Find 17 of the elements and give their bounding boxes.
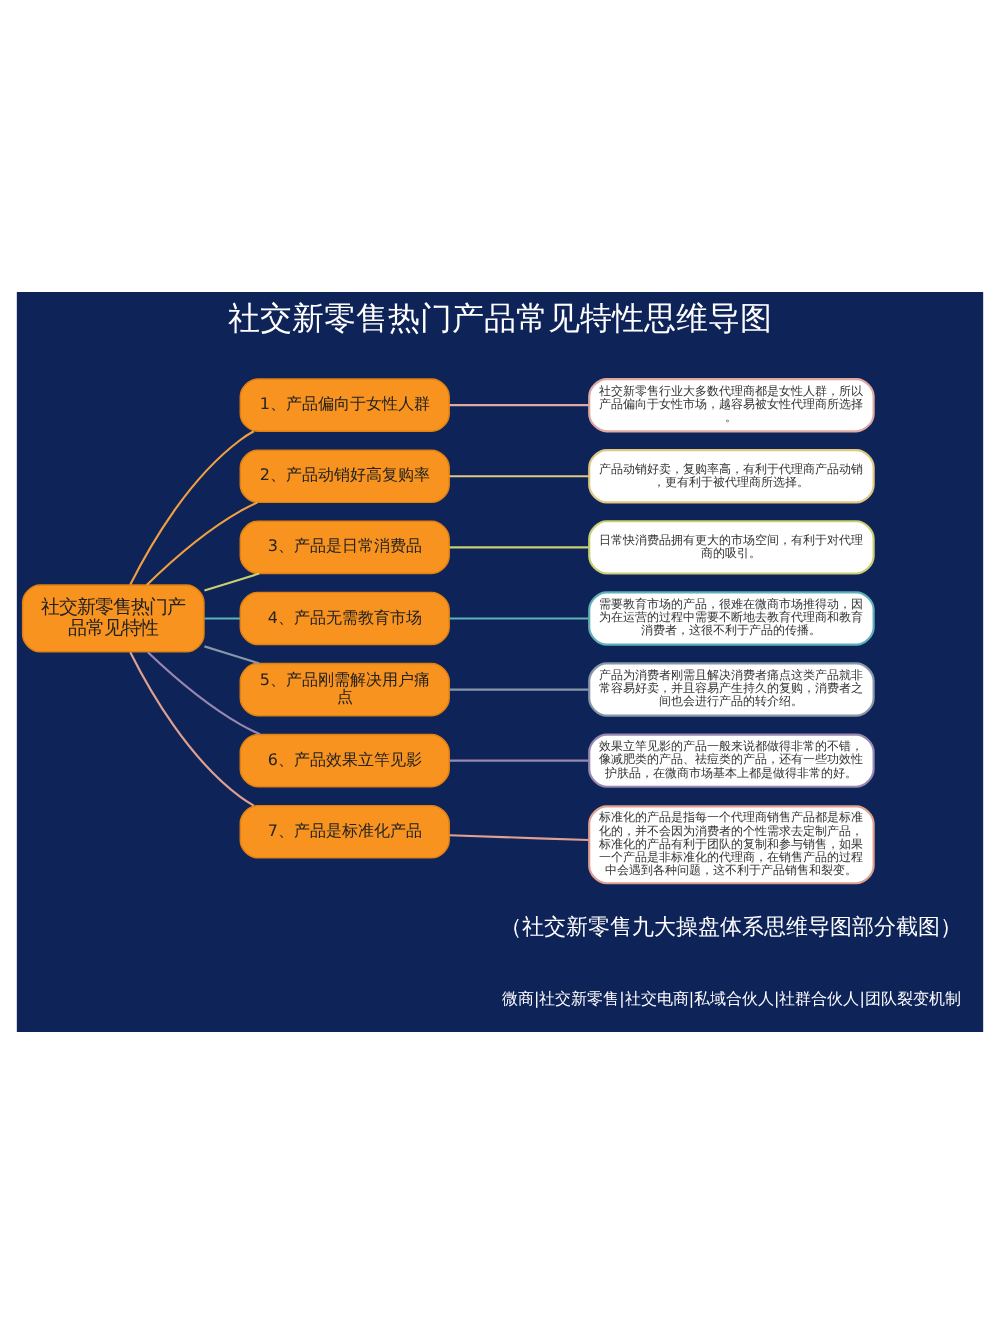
connector — [145, 500, 258, 585]
connector — [129, 650, 255, 806]
connector — [449, 403, 589, 406]
node-box: 社交新零售热门产品常见特性 — [21, 583, 205, 652]
diagram-title: 社交新零售热门产品常见特性思维导图 — [228, 298, 772, 337]
connector — [449, 616, 589, 619]
connector — [449, 758, 589, 761]
label: （社交新零售九大操盘体系思维导图部分截图） — [500, 913, 963, 940]
connector — [147, 650, 261, 735]
connector — [449, 474, 589, 477]
connector — [449, 545, 589, 548]
connector — [204, 571, 260, 591]
connector — [449, 833, 589, 841]
connector — [204, 644, 260, 664]
connector — [449, 687, 589, 690]
connector — [204, 616, 241, 619]
connector — [129, 429, 255, 585]
